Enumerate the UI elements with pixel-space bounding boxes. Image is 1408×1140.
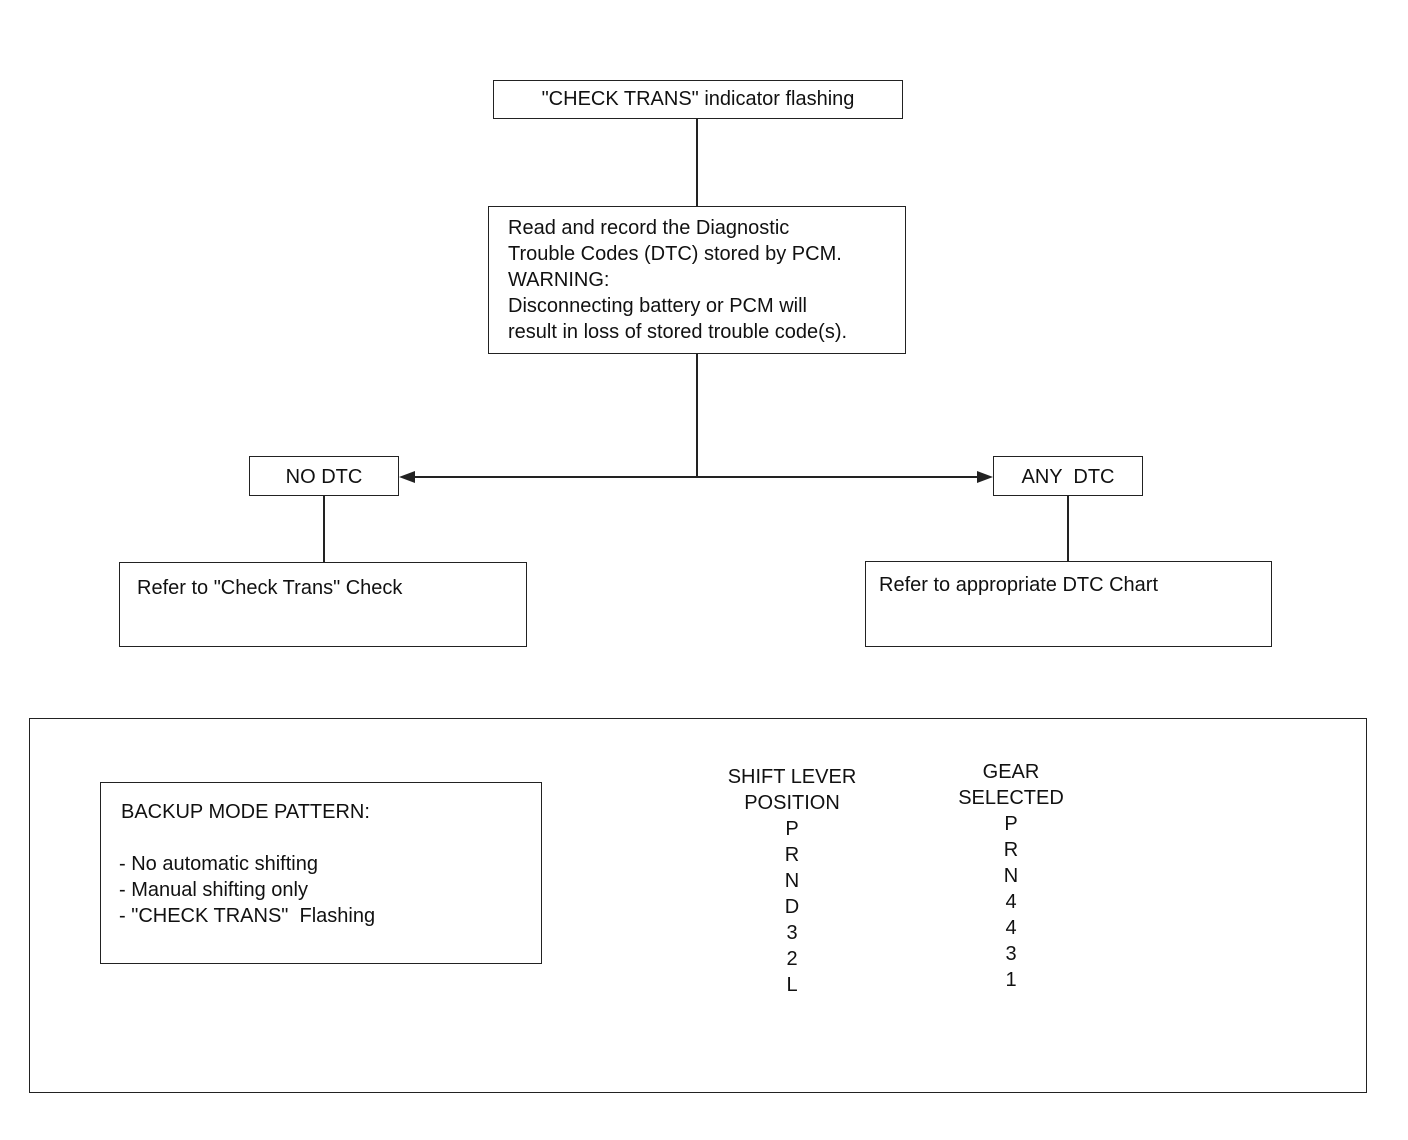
shift-lever-header-2: POSITION bbox=[744, 792, 840, 814]
any-dtc-box: ANY DTC bbox=[993, 456, 1143, 496]
arrow-right-icon bbox=[977, 471, 993, 483]
backup-item-2: - Manual shifting only bbox=[119, 879, 308, 901]
step-line-3: WARNING: bbox=[508, 269, 610, 291]
position-r: R bbox=[784, 844, 800, 866]
start-text: "CHECK TRANS" indicator flashing bbox=[541, 88, 855, 110]
position-2: 2 bbox=[786, 948, 798, 970]
position-3: 3 bbox=[786, 922, 798, 944]
backup-item-1: - No automatic shifting bbox=[119, 853, 318, 875]
check-trans-action-text: Refer to "Check Trans" Check bbox=[137, 577, 403, 599]
arrow-left-icon bbox=[399, 471, 415, 483]
no-dtc-label: NO DTC bbox=[285, 466, 363, 488]
position-n: N bbox=[784, 870, 800, 892]
shift-lever-header-1: SHIFT LEVER bbox=[727, 766, 857, 788]
position-p: P bbox=[785, 818, 799, 840]
gear-header-2: SELECTED bbox=[958, 787, 1064, 809]
no-dtc-box: NO DTC bbox=[249, 456, 399, 496]
gear-3: 4 bbox=[1005, 917, 1017, 939]
shift-lever-column: SHIFT LEVER POSITION P R N D 3 2 L bbox=[712, 764, 872, 998]
gear-header-1: GEAR bbox=[982, 761, 1040, 783]
dtc-chart-action-box: Refer to appropriate DTC Chart bbox=[865, 561, 1272, 647]
step-line-5: result in loss of stored trouble code(s)… bbox=[508, 321, 848, 343]
position-d: D bbox=[784, 896, 800, 918]
connector-any-dtc bbox=[1067, 496, 1069, 561]
check-trans-action-box: Refer to "Check Trans" Check bbox=[119, 562, 527, 647]
gear-l: 1 bbox=[1005, 969, 1017, 991]
gear-r: R bbox=[1003, 839, 1019, 861]
position-l: L bbox=[786, 974, 798, 996]
connector-start-step bbox=[696, 119, 698, 206]
gear-p: P bbox=[1004, 813, 1018, 835]
connector-no-dtc bbox=[323, 496, 325, 562]
backup-mode-box: BACKUP MODE PATTERN: - No automatic shif… bbox=[100, 782, 542, 964]
step-line-2: Trouble Codes (DTC) stored by PCM. bbox=[508, 243, 842, 265]
connector-step-branch bbox=[696, 354, 698, 477]
backup-item-3: - "CHECK TRANS" Flashing bbox=[119, 905, 376, 927]
step-box: Read and record the Diagnostic Trouble C… bbox=[488, 206, 906, 354]
branch-line bbox=[414, 476, 980, 478]
start-box: "CHECK TRANS" indicator flashing bbox=[493, 80, 903, 119]
gear-selected-column: GEAR SELECTED P R N 4 4 3 1 bbox=[931, 759, 1091, 993]
step-line-4: Disconnecting battery or PCM will bbox=[508, 295, 807, 317]
gear-2: 3 bbox=[1005, 943, 1017, 965]
backup-title: BACKUP MODE PATTERN: bbox=[121, 801, 370, 823]
dtc-chart-action-text: Refer to appropriate DTC Chart bbox=[879, 574, 1159, 596]
gear-d: 4 bbox=[1005, 891, 1017, 913]
step-line-1: Read and record the Diagnostic bbox=[508, 217, 790, 239]
gear-n: N bbox=[1003, 865, 1019, 887]
any-dtc-label: ANY DTC bbox=[1021, 466, 1115, 488]
